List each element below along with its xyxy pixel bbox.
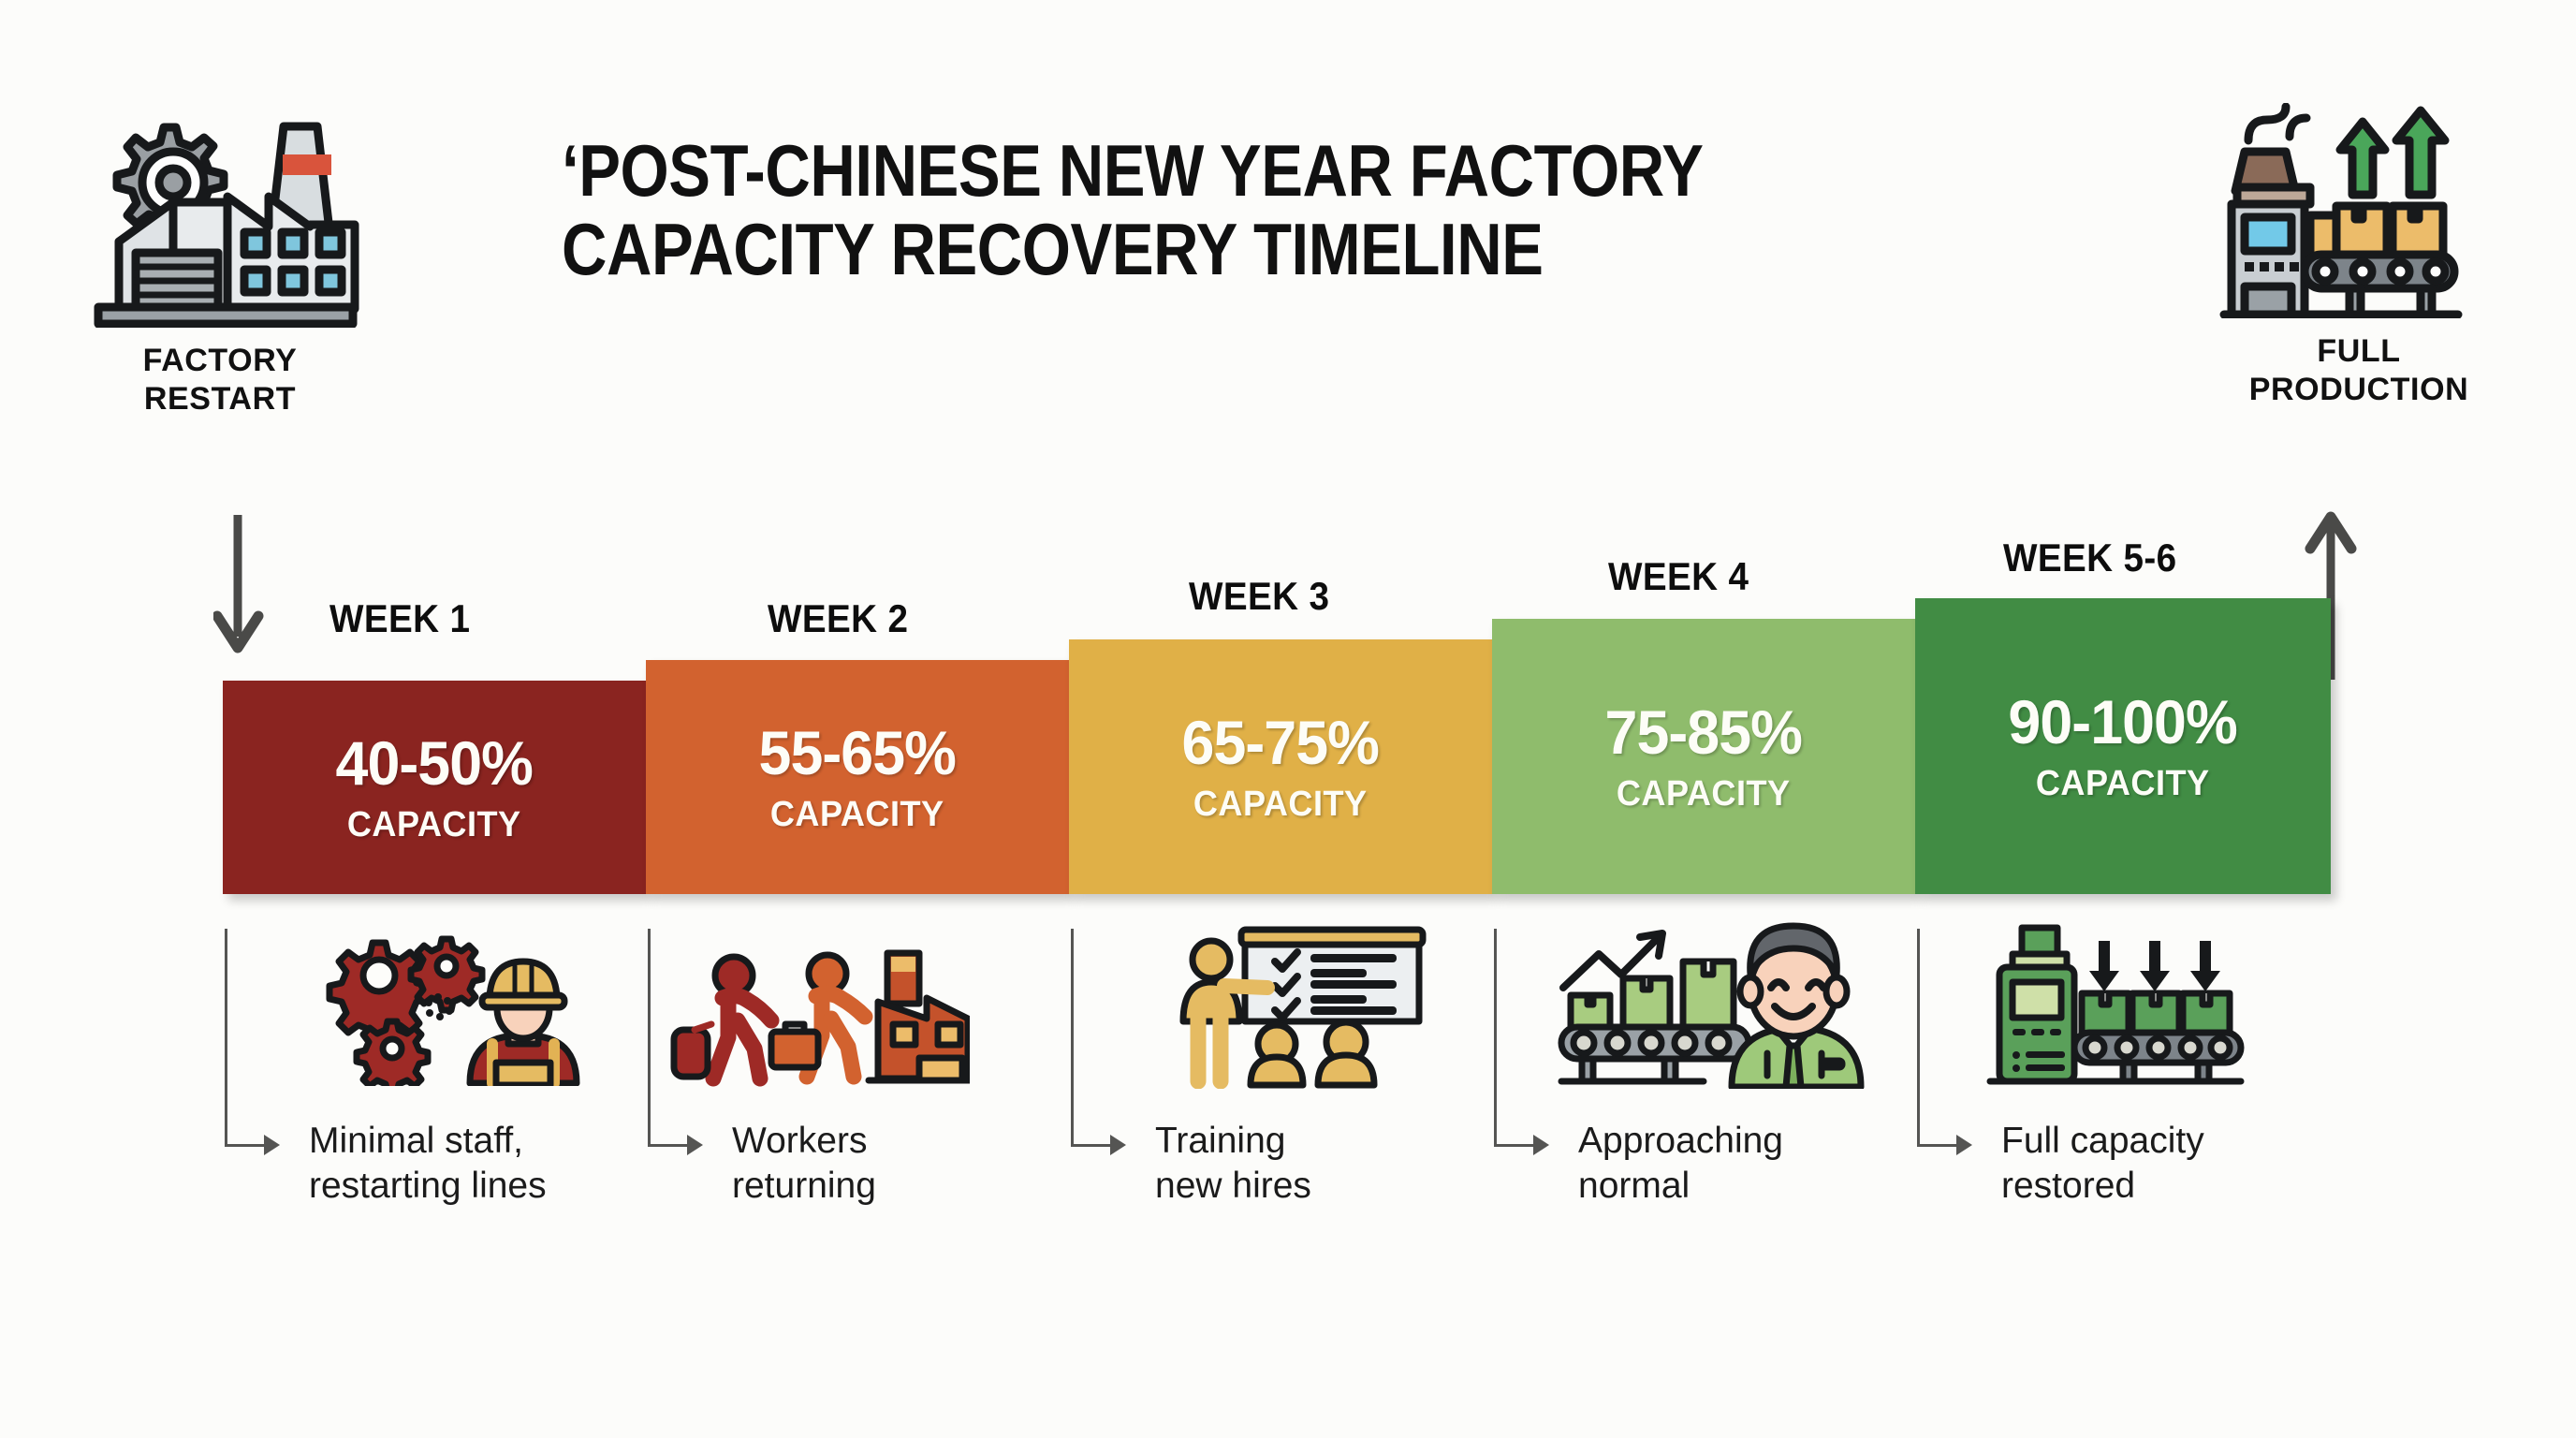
connector-arrow-head-4 [1533,1135,1549,1155]
training-whiteboard-icon [1179,926,1427,1089]
capacity-word-week-3: CAPACITY [1193,785,1368,824]
factory-gear-icon [94,122,359,329]
capacity-word-week-2: CAPACITY [770,795,944,834]
connector-arrow-head-2 [687,1135,703,1155]
capacity-value-week-1: 40-50% [335,728,534,798]
capacity-bar-week-2: 55-65% CAPACITY [646,660,1069,894]
green-conveyor-output-icon [1986,924,2245,1085]
week-label-1: WEEK 1 [329,596,471,640]
factory-restart-down-arrow-icon [213,515,264,653]
page-title: ‘POST-CHINESE NEW YEAR FACTORY CAPACITY … [562,129,1850,291]
week-label-5: WEEK 5-6 [2003,536,2177,580]
capacity-value-week-5: 90-100% [2008,687,2238,756]
step-caption-4: Approaching normal [1578,1119,1887,1208]
workers-walking-factory-icon [670,949,970,1087]
step-caption-2: Workers returning [732,1119,1041,1208]
step-caption-1-line-2: restarting lines [309,1165,547,1206]
gears-worker-icon [326,935,580,1086]
connector-arrow-head-3 [1110,1135,1126,1155]
conveyor-growth-manager-icon [1558,922,1865,1089]
full-production-label-line-1: FULL [2317,333,2401,369]
page-title-line-1: ‘POST-CHINESE NEW YEAR FACTORY [562,129,1704,212]
step-caption-3: Training new hires [1155,1119,1464,1208]
step-caption-5-line-2: restored [2001,1165,2136,1206]
full-production-endpoint: FULL PRODUCTION [2172,102,2546,410]
factory-restart-endpoint: FACTORY RESTART [56,112,384,419]
step-caption-4-line-2: normal [1578,1165,1690,1206]
full-production-up-arrow-icon [2305,511,2357,680]
step-caption-2-line-1: Workers [732,1121,868,1161]
capacity-value-week-3: 65-75% [1181,708,1380,777]
step-caption-1-line-1: Minimal staff, [309,1121,524,1161]
capacity-bar-week-5: 90-100% CAPACITY [1915,598,2331,894]
capacity-word-week-4: CAPACITY [1617,774,1791,814]
factory-restart-label: FACTORY RESTART [56,342,384,419]
week-label-2: WEEK 2 [768,596,909,640]
step-caption-5-line-1: Full capacity [2001,1121,2204,1161]
capacity-bar-week-3: 65-75% CAPACITY [1069,639,1492,894]
week-label-4: WEEK 4 [1608,554,1749,598]
step-caption-1: Minimal staff, restarting lines [309,1119,618,1208]
page-title-line-2: CAPACITY RECOVERY TIMELINE [562,208,1544,291]
full-production-label-line-2: PRODUCTION [2248,372,2469,408]
capacity-value-week-2: 55-65% [758,718,957,787]
full-production-label: FULL PRODUCTION [2172,332,2546,410]
step-caption-3-line-2: new hires [1155,1165,1311,1206]
connector-arrow-head-5 [1956,1135,1972,1155]
capacity-bar-week-1: 40-50% CAPACITY [223,681,646,894]
factory-restart-label-line-1: FACTORY [142,343,298,378]
capacity-value-week-4: 75-85% [1604,697,1803,767]
week-label-3: WEEK 3 [1189,574,1330,618]
step-caption-5: Full capacity restored [2001,1119,2310,1208]
step-caption-2-line-2: returning [732,1165,876,1206]
capacity-word-week-1: CAPACITY [347,805,521,844]
capacity-bar-week-4: 75-85% CAPACITY [1492,619,1915,894]
capacity-word-week-5: CAPACITY [2036,764,2210,803]
connector-arrow-head-1 [264,1135,280,1155]
step-caption-4-line-1: Approaching [1578,1121,1783,1161]
step-caption-3-line-1: Training [1155,1121,1286,1161]
factory-restart-label-line-2: RESTART [143,381,297,418]
conveyor-production-icon [2219,102,2463,319]
